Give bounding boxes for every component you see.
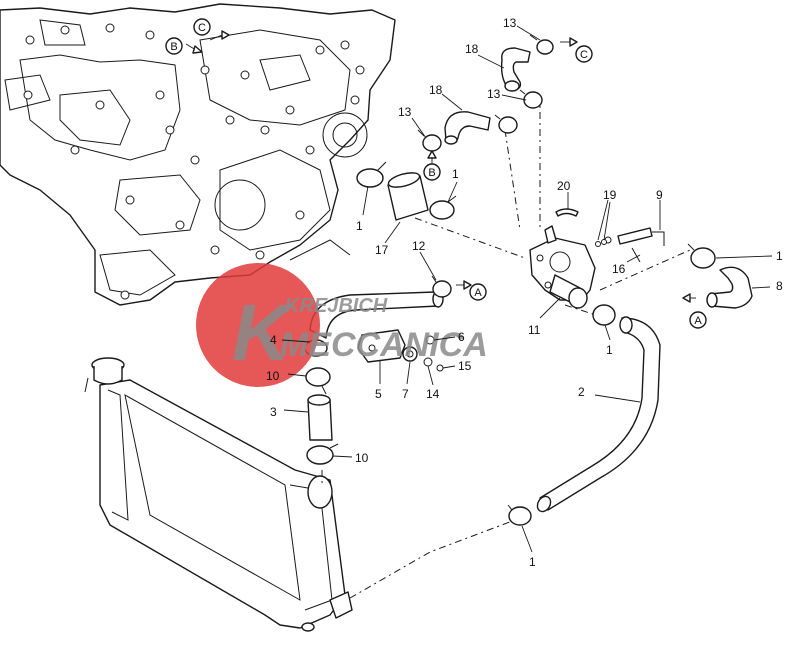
hose-2 <box>536 316 661 513</box>
hose-clamp-12 <box>431 275 452 298</box>
hose-clamp-10b <box>305 367 331 395</box>
ref-b-middle: B <box>423 163 441 181</box>
callout-15: 15 <box>458 359 472 373</box>
callout-13: 13 <box>398 105 412 119</box>
washers-19 <box>595 239 607 247</box>
callout-1: 1 <box>452 167 459 181</box>
callout-8: 8 <box>776 279 783 293</box>
ref-c-top-right: C <box>575 45 593 63</box>
callout-10: 10 <box>266 369 280 383</box>
elbow-hose-18-middle <box>444 111 491 145</box>
flow-arrows <box>185 30 696 303</box>
ref-c-top-left: C <box>193 18 211 36</box>
callout-6: 6 <box>458 330 465 344</box>
callout-2: 2 <box>578 385 585 399</box>
ref-label-b: B <box>170 41 177 53</box>
radiator-upper-inlet <box>307 475 333 509</box>
hose-clamp-13a <box>529 34 554 55</box>
callout-12: 12 <box>412 239 426 253</box>
elbow-hose-18-upper <box>500 47 531 92</box>
bracket-16 <box>631 247 641 263</box>
callout-17: 17 <box>375 243 389 257</box>
callout-16: 16 <box>612 262 626 276</box>
callout-7: 7 <box>402 387 409 401</box>
callout-14: 14 <box>426 387 440 401</box>
watermark-line2: MECCANICA <box>280 326 488 364</box>
part-callouts: 13 18 18 13 13 1 1 17 12 20 19 9 16 1 8 … <box>266 16 783 569</box>
watermark-circle <box>196 263 320 387</box>
leader-lines <box>281 25 773 553</box>
watermark-line1: KREJBICH <box>285 295 388 317</box>
callout-20: 20 <box>557 179 571 193</box>
temperature-sensor-9 <box>604 227 665 246</box>
hose-clamp-13c <box>494 114 518 134</box>
elbow-hose-8 <box>706 266 753 309</box>
hose-clamp-1c <box>687 243 716 269</box>
radiator <box>84 357 353 632</box>
screw-15 <box>436 364 444 372</box>
engine-block <box>0 3 396 306</box>
radiator-lower-outlet <box>301 591 353 632</box>
hose-17 <box>387 172 429 221</box>
callout-9: 9 <box>656 188 663 202</box>
callout-1: 1 <box>776 249 783 263</box>
callout-1: 1 <box>606 343 613 357</box>
engine-bolts <box>23 23 365 300</box>
callout-1: 1 <box>529 555 536 569</box>
callout-19: 19 <box>603 188 617 202</box>
hose-clamp-13b <box>417 129 442 152</box>
callout-13: 13 <box>503 16 517 30</box>
gasket-20 <box>555 208 579 217</box>
watermark: KREJBICH MECCANICA K <box>196 263 488 387</box>
callout-13: 13 <box>487 87 501 101</box>
ref-a-right: A <box>689 311 707 329</box>
hose-3 <box>307 394 333 441</box>
callout-1: 1 <box>356 219 363 233</box>
callout-11: 11 <box>528 323 541 337</box>
hose-clamp-1e <box>507 504 532 526</box>
ref-label-c: C <box>580 49 588 61</box>
bracket-5 <box>357 329 406 363</box>
callout-18: 18 <box>429 83 443 97</box>
ref-label-b: B <box>428 167 435 179</box>
callout-5: 5 <box>375 387 382 401</box>
callout-4: 4 <box>270 333 277 347</box>
watermark-k-letter: K <box>232 288 295 377</box>
ref-b-top-left: B <box>165 37 183 55</box>
callout-18: 18 <box>465 42 479 56</box>
ref-label-c: C <box>198 22 206 34</box>
ref-a-middle: A <box>469 283 487 301</box>
bleed-valve-7 <box>402 346 418 362</box>
callout-3: 3 <box>270 405 277 419</box>
hose-clamp-1b <box>429 195 457 220</box>
hose-clamp-1d <box>592 304 616 326</box>
hose-clamp-1a <box>356 161 387 188</box>
thermostat-housing-11 <box>529 225 596 309</box>
radiator-filler-cap <box>84 357 125 393</box>
ref-label-a: A <box>474 287 482 299</box>
hose-clamp-10c <box>306 443 339 465</box>
ref-label-a: A <box>694 315 702 327</box>
callout-10: 10 <box>355 451 369 465</box>
